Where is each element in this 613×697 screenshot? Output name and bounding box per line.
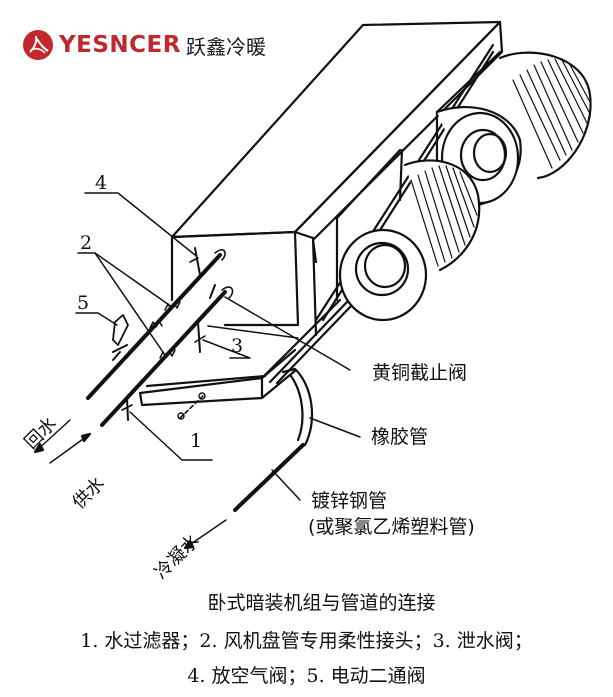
- brand-swoosh-icon: [29, 35, 49, 54]
- drain-pan: [138, 348, 298, 420]
- fan-back-fins: [512, 58, 591, 169]
- label-rubber-hose: 橡胶管: [371, 426, 429, 448]
- figure-legend-line-1: 1. 水过滤器；2. 风机盘管专用柔性接头；3. 泄水阀；: [80, 630, 533, 652]
- supply-water-pipe: [49, 284, 234, 464]
- fan-back: [435, 51, 592, 207]
- fan-front: [338, 159, 481, 322]
- leader-lines: [75, 192, 361, 501]
- callout-1: 1: [190, 430, 203, 452]
- fan-front-fins: [410, 165, 478, 267]
- callout-3: 3: [231, 335, 244, 357]
- label-brass-valve: 黄铜截止阀: [372, 362, 468, 384]
- brand-mark-icon: [23, 30, 53, 60]
- brand-name-en: YESNCER: [59, 32, 181, 58]
- label-pvc-pipe: (或聚氯乙烯塑料管): [308, 516, 475, 538]
- callout-4: 4: [95, 172, 108, 194]
- brand-name-cn: 跃鑫冷暖: [185, 34, 266, 59]
- condensate-line: [183, 367, 314, 550]
- label-galvanized-pipe: 镀锌钢管: [311, 490, 388, 512]
- callout-2: 2: [80, 232, 93, 254]
- brand-logo: YESNCER 跃鑫冷暖: [23, 30, 266, 60]
- figure-title: 卧式暗装机组与管道的连接: [207, 592, 436, 614]
- figure-legend-line-2: 4. 放空气阀；5. 电动二通阀: [187, 665, 426, 687]
- return-water-pipe: [33, 247, 226, 454]
- callout-5: 5: [77, 292, 90, 314]
